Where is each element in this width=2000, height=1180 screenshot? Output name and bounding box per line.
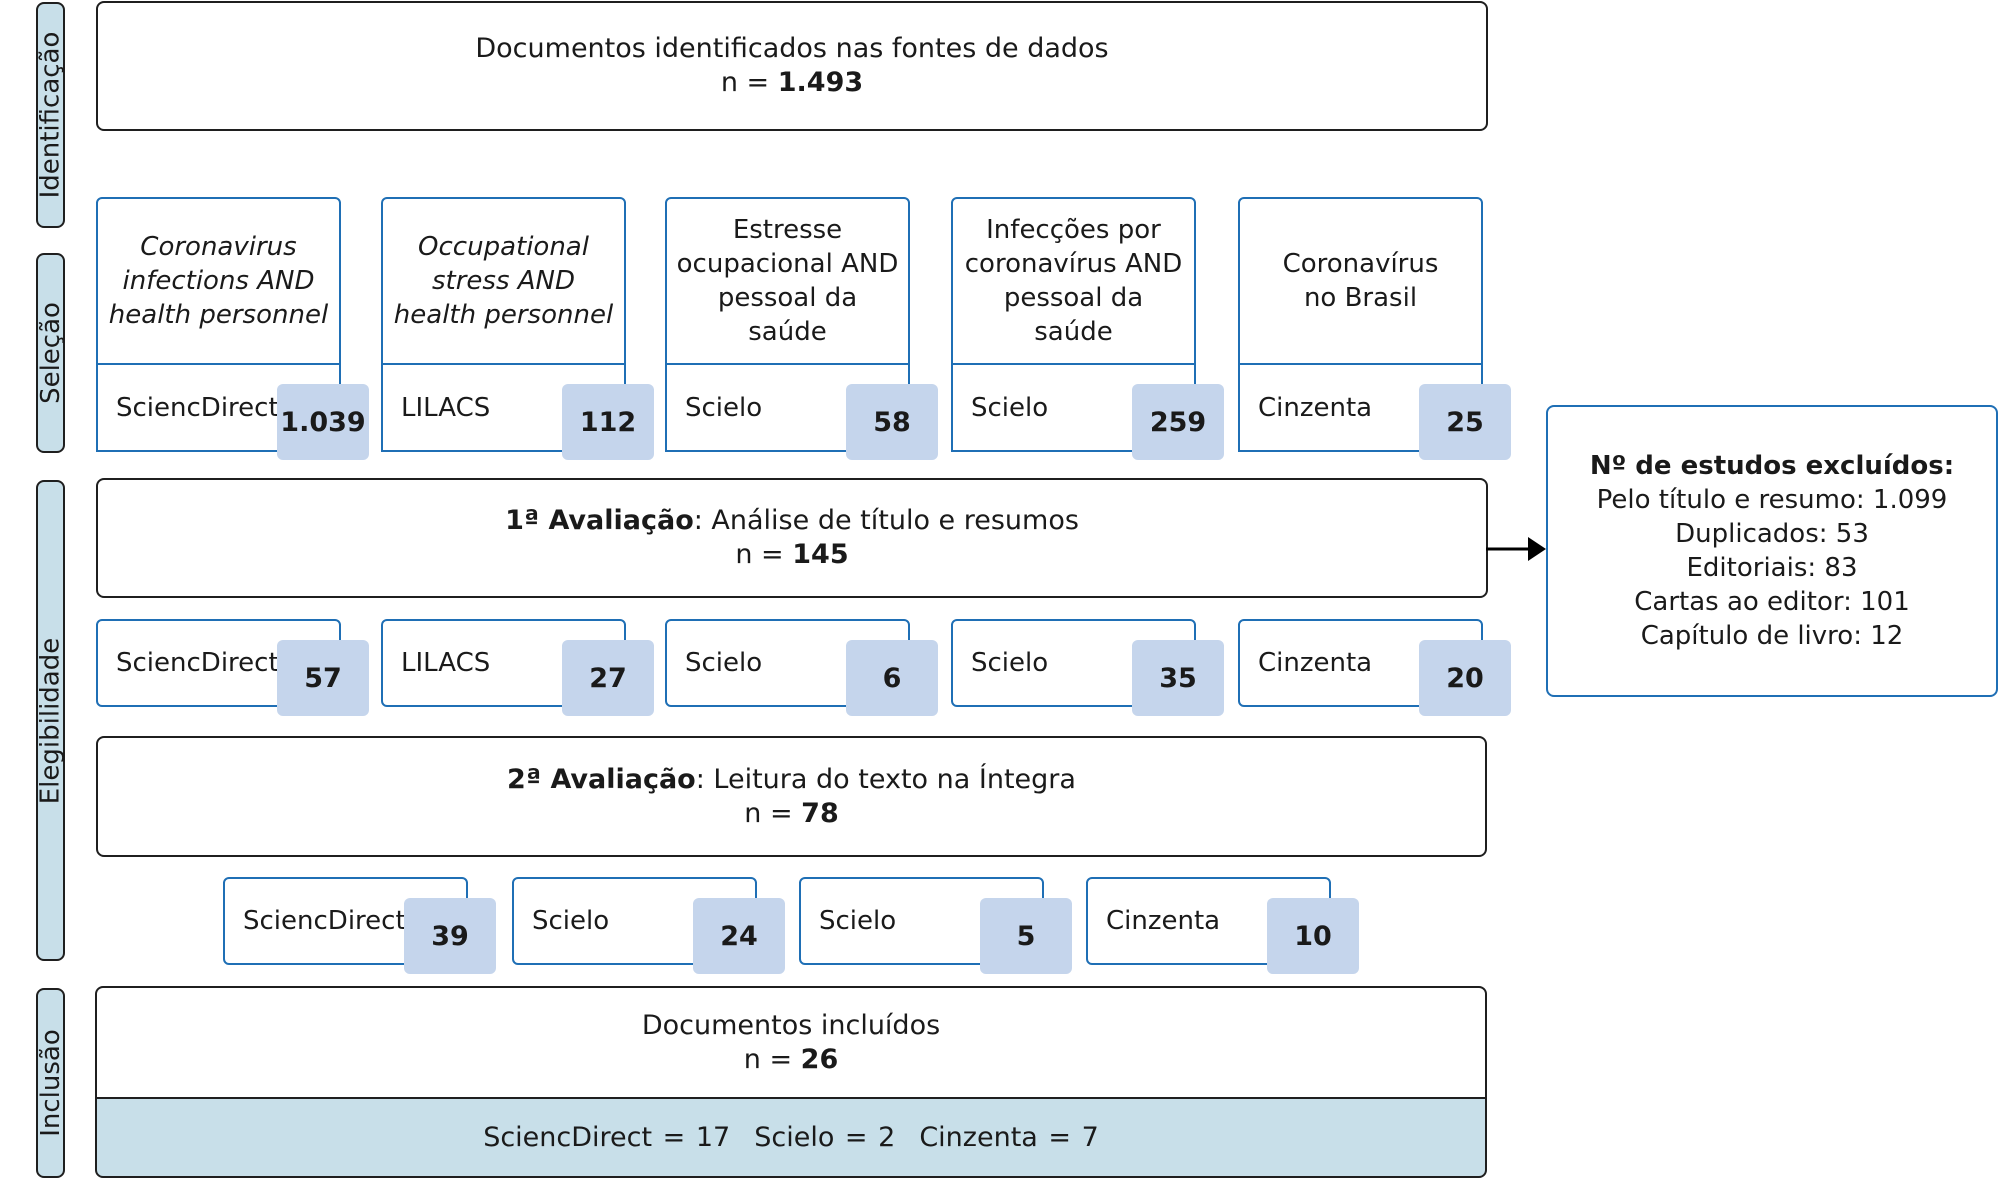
excluded-item-2: Duplicados: 53: [1675, 519, 1869, 549]
identified-count: n = 1.493: [720, 67, 864, 98]
stage-selecao: Seleção: [35, 253, 66, 453]
search-term-1-text: Coronavirus infections AND health person…: [108, 232, 329, 330]
selection-source-1-name: SciencDirect: [116, 392, 279, 423]
eval1-count-2: 27: [562, 640, 654, 716]
eval1-source-2-name: LILACS: [401, 648, 491, 678]
evaluation1-title: 1ª Avaliação: Análise de título e resumo…: [505, 505, 1079, 536]
eval1-count-3: 6: [846, 640, 938, 716]
excluded-item-1: Pelo título e resumo: 1.099: [1596, 485, 1948, 515]
included-breakdown: SciencDirect = 17 Scielo = 2 Cinzenta = …: [95, 1097, 1487, 1178]
identified-box: Documentos identificados nas fontes de d…: [96, 1, 1488, 131]
evaluation1-count: n = 145: [735, 539, 849, 570]
selection-count-2: 112: [562, 384, 654, 460]
stage-inclusao-label: Inclusão: [35, 1029, 66, 1137]
stage-selecao-label: Seleção: [35, 302, 66, 404]
included-box: Documentos incluídos n = 26: [95, 986, 1487, 1098]
eval2-source-2-name: Scielo: [532, 906, 610, 936]
eval1-count-4: 35: [1132, 640, 1224, 716]
evaluation2-count: n = 78: [744, 797, 839, 829]
evaluation1-box: 1ª Avaliação: Análise de título e resumo…: [96, 478, 1488, 598]
excluded-item-5: Capítulo de livro: 12: [1640, 621, 1904, 651]
search-term-2-text: Occupational stress AND health personnel: [393, 232, 614, 330]
stage-inclusao: Inclusão: [35, 988, 66, 1178]
eval1-count-1: 57: [277, 640, 369, 716]
eval2-count-1: 39: [404, 898, 496, 974]
search-term-4-text: Infecções por coronavírus AND pessoal da…: [964, 215, 1183, 347]
eval2-count-4: 10: [1267, 898, 1359, 974]
stage-elegibilidade-label: Elegibilidade: [35, 637, 66, 804]
search-term-5-text: Coronavírus no Brasil: [1282, 249, 1439, 313]
eval1-source-4-name: Scielo: [971, 648, 1049, 678]
selection-count-4: 259: [1132, 384, 1224, 460]
included-breakdown-3: Cinzenta = 7: [919, 1122, 1099, 1153]
selection-source-3-name: Scielo: [685, 392, 763, 423]
evaluation2-title: 2ª Avaliação: Leitura do texto na Íntegr…: [507, 763, 1076, 795]
excluded-item-4: Cartas ao editor: 101: [1634, 587, 1910, 617]
eval2-count-2: 24: [693, 898, 785, 974]
selection-source-4-name: Scielo: [971, 392, 1049, 423]
eval2-source-1-name: SciencDirect: [243, 906, 406, 936]
identified-title: Documentos identificados nas fontes de d…: [475, 33, 1109, 64]
search-term-1: Coronavirus infections AND health person…: [96, 197, 341, 365]
arrow-to-excluded: [1486, 537, 1546, 561]
stage-identificacao-label: Identificação: [35, 31, 66, 199]
selection-source-2-name: LILACS: [401, 392, 491, 423]
search-term-4: Infecções por coronavírus AND pessoal da…: [951, 197, 1196, 365]
included-breakdown-2: Scielo = 2: [754, 1122, 896, 1153]
selection-count-5: 25: [1419, 384, 1511, 460]
included-breakdown-1: SciencDirect = 17: [483, 1122, 731, 1153]
selection-count-3: 58: [846, 384, 938, 460]
search-term-5: Coronavírus no Brasil: [1238, 197, 1483, 365]
eval2-count-3: 5: [980, 898, 1072, 974]
eval1-source-4: Scielo: [951, 619, 1196, 707]
eval1-source-3-name: Scielo: [685, 648, 763, 678]
search-term-3-text: Estresse ocupacional AND pessoal da saúd…: [676, 215, 899, 347]
selection-source-5-name: Cinzenta: [1258, 392, 1373, 423]
excluded-title: Nº de estudos excluídos:: [1589, 451, 1955, 481]
excluded-item-3: Editoriais: 83: [1686, 553, 1858, 583]
eval1-source-1-name: SciencDirect: [116, 648, 279, 678]
included-title: Documentos incluídos: [641, 1010, 941, 1041]
selection-count-1: 1.039: [277, 384, 369, 460]
evaluation2-box: 2ª Avaliação: Leitura do texto na Íntegr…: [96, 736, 1487, 857]
search-term-2: Occupational stress AND health personnel: [381, 197, 626, 365]
eval1-count-5: 20: [1419, 640, 1511, 716]
search-term-3: Estresse ocupacional AND pessoal da saúd…: [665, 197, 910, 365]
included-count: n = 26: [743, 1044, 839, 1075]
stage-identificacao: Identificação: [35, 2, 66, 228]
excluded-box: Nº de estudos excluídos: Pelo título e r…: [1546, 405, 1998, 697]
eval2-source-3-name: Scielo: [819, 906, 897, 936]
eval1-source-5-name: Cinzenta: [1258, 648, 1373, 678]
stage-elegibilidade: Elegibilidade: [35, 480, 66, 961]
eval2-source-4-name: Cinzenta: [1106, 906, 1221, 936]
